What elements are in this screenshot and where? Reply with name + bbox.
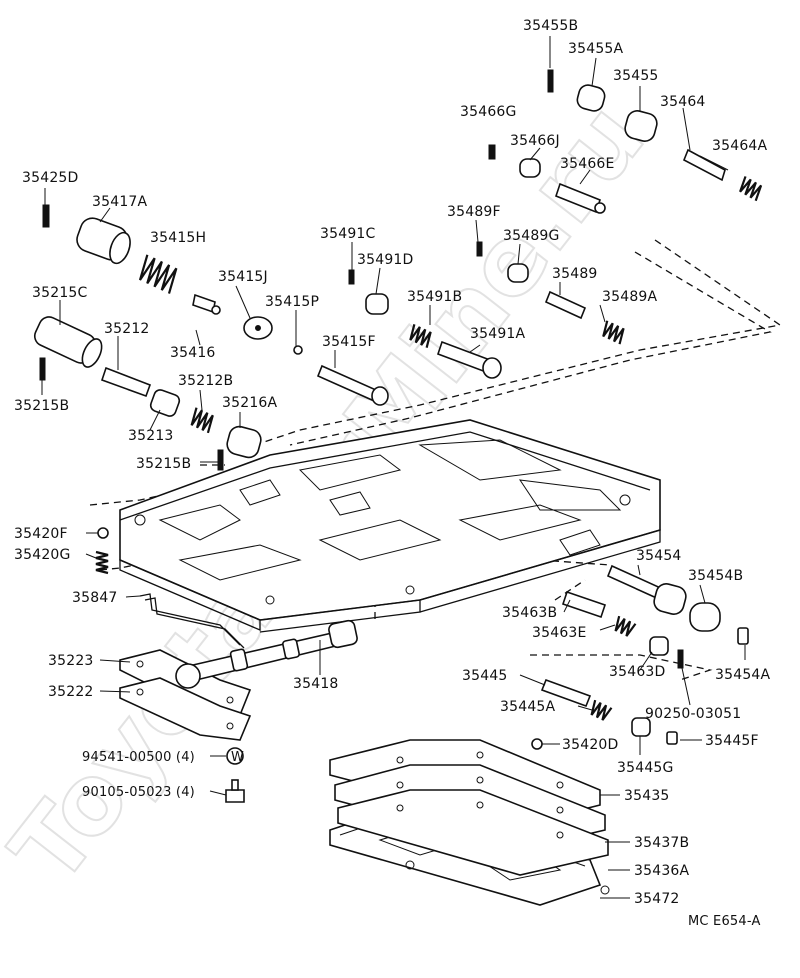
label-35222: 35222 xyxy=(48,684,94,700)
label-35425D: 35425D xyxy=(22,170,79,186)
label-35489G: 35489G xyxy=(503,228,560,244)
label-90105-05023: 90105-05023 (4) xyxy=(82,785,195,800)
label-35223: 35223 xyxy=(48,653,94,669)
label-35215B-upper: 35215B xyxy=(14,398,69,414)
diagram-code: MC E654-A xyxy=(688,914,761,929)
label-35437B: 35437B xyxy=(634,835,689,851)
label-35416: 35416 xyxy=(170,345,216,361)
label-35415H: 35415H xyxy=(150,230,206,246)
label-35420D: 35420D xyxy=(562,737,619,753)
label-35466J: 35466J xyxy=(510,133,560,149)
label-35455: 35455 xyxy=(613,68,659,84)
label-35445G: 35445G xyxy=(617,760,674,776)
label-90250-03051: 90250-03051 xyxy=(645,706,741,722)
label-35435: 35435 xyxy=(624,788,670,804)
label-35464A: 35464A xyxy=(712,138,768,154)
label-35491D: 35491D xyxy=(357,252,414,268)
label-35436A: 35436A xyxy=(634,863,690,879)
label-35212: 35212 xyxy=(104,321,150,337)
label-35466E: 35466E xyxy=(560,156,615,172)
label-35420G: 35420G xyxy=(14,547,71,563)
label-35454: 35454 xyxy=(636,548,682,564)
label-35491C: 35491C xyxy=(320,226,376,242)
label-35455A: 35455A xyxy=(568,41,624,57)
label-35463B: 35463B xyxy=(502,605,557,621)
label-35847: 35847 xyxy=(72,590,118,606)
label-35454A: 35454A xyxy=(715,667,771,683)
manual-valve xyxy=(139,593,358,689)
label-35491B: 35491B xyxy=(407,289,462,305)
label-35418: 35418 xyxy=(293,676,339,692)
label-35463E: 35463E xyxy=(532,625,587,641)
part-labels: 35455B 35455A 35455 35466G 35464 35466J … xyxy=(14,18,771,929)
right-valve-parts xyxy=(316,69,763,406)
label-35445F: 35445F xyxy=(705,733,759,749)
label-35415F: 35415F xyxy=(322,334,376,350)
label-35420F: 35420F xyxy=(14,526,68,542)
label-35489F: 35489F xyxy=(447,204,501,220)
label-35216A: 35216A xyxy=(222,395,278,411)
label-35445A: 35445A xyxy=(500,699,556,715)
label-35466G: 35466G xyxy=(460,104,517,120)
upper-valve-body xyxy=(119,419,661,633)
label-35415J: 35415J xyxy=(218,269,268,285)
label-35215C: 35215C xyxy=(32,285,88,301)
label-94541-00500: 94541-00500 (4) xyxy=(82,750,195,765)
label-35212B: 35212B xyxy=(178,373,233,389)
left-valve-parts xyxy=(33,204,303,575)
label-35489: 35489 xyxy=(552,266,598,282)
plates-and-gaskets xyxy=(329,739,609,876)
lower-right-valve-parts xyxy=(531,564,749,750)
washer-symbol: W xyxy=(231,750,244,765)
label-35213: 35213 xyxy=(128,428,174,444)
label-35489A: 35489A xyxy=(602,289,658,305)
label-35491A: 35491A xyxy=(470,326,526,342)
label-35464: 35464 xyxy=(660,94,706,110)
fasteners: W xyxy=(225,747,245,803)
label-35454B: 35454B xyxy=(688,568,743,584)
label-35463D: 35463D xyxy=(609,664,666,680)
label-35417A: 35417A xyxy=(92,194,148,210)
label-35472: 35472 xyxy=(634,891,680,907)
leader-lines xyxy=(41,36,746,899)
label-35415P: 35415P xyxy=(265,294,319,310)
label-35215B: 35215B xyxy=(136,456,191,472)
label-35455B: 35455B xyxy=(523,18,578,34)
label-35445: 35445 xyxy=(462,668,508,684)
